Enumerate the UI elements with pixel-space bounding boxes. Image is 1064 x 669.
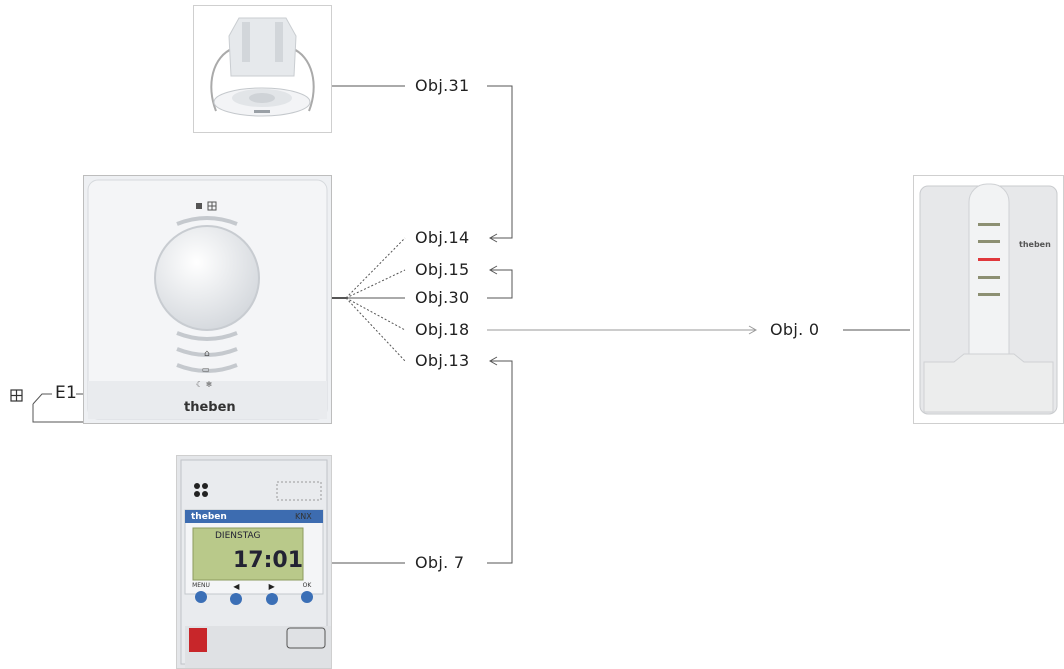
thermostat-body: ⌂ ▭ ☾ ❄ [87, 179, 328, 420]
obj-0-label: Obj. 0 [770, 320, 820, 339]
timer-brand-logo: theben [191, 512, 227, 522]
obj-31-label: Obj.31 [415, 76, 470, 95]
window-contact-icon [10, 389, 23, 402]
timer-button-ok: OK [293, 582, 321, 605]
obj-15-label: Obj.15 [415, 260, 470, 279]
presence-detector-image [193, 5, 332, 133]
timer-button-right: ▶ [258, 582, 286, 605]
input-label-e1: E1 [55, 383, 78, 403]
obj-14-label: Obj.14 [415, 228, 470, 247]
thermostat-brand-logo: theben [184, 400, 236, 415]
actuator-brand-logo: theben [1019, 240, 1051, 249]
timer-body [180, 459, 331, 668]
obj-30-label: Obj.30 [415, 288, 470, 307]
timer-display-day: DIENSTAG [215, 531, 261, 541]
timer-button-left: ◀ [222, 582, 250, 605]
room-thermostat-image: ⌂ ▭ ☾ ❄ theben [83, 175, 332, 424]
heating-actuator-image: theben [913, 175, 1064, 424]
actuator-body [919, 183, 1058, 415]
svg-text:▭: ▭ [202, 365, 210, 374]
timer-model-label: KNX [295, 512, 312, 521]
obj-18-label: Obj.18 [415, 320, 470, 339]
timer-button-row: MENU ◀ ▶ OK [187, 582, 321, 605]
svg-text:⌂: ⌂ [204, 349, 210, 359]
obj-7-label: Obj. 7 [415, 553, 465, 572]
presence-detector-icon [210, 17, 315, 117]
obj-13-label: Obj.13 [415, 351, 470, 370]
timer-display-time: 17:01 [233, 548, 304, 573]
timer-button-menu: MENU [187, 582, 215, 605]
svg-text:☾ ❄: ☾ ❄ [196, 380, 212, 389]
knx-timer-image: theben KNX DIENSTAG 17:01 MENU ◀ ▶ OK [176, 455, 332, 669]
